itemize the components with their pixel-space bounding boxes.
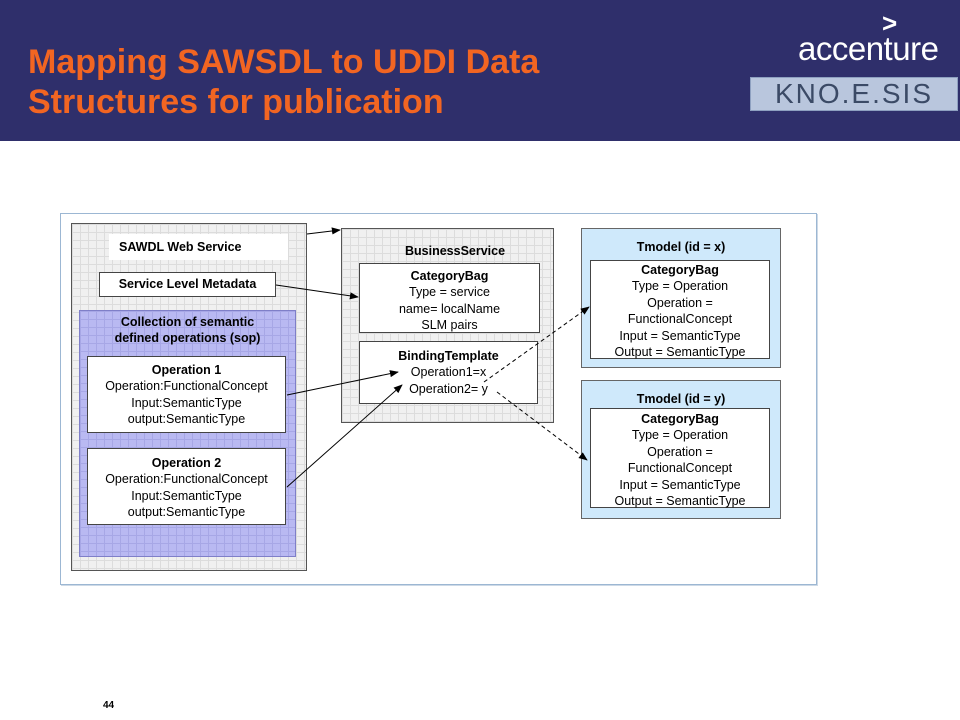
binding-template-operation-1: Operation1=x bbox=[410, 365, 487, 379]
operation-2-concept: Operation:FunctionalConcept bbox=[105, 472, 268, 486]
business-category-bag-box: CategoryBag Type = service name= localNa… bbox=[359, 263, 540, 333]
tmodel-x-category-bag-title: CategoryBag bbox=[641, 263, 719, 277]
binding-template-title: BindingTemplate bbox=[398, 349, 499, 363]
operation-1-concept: Operation:FunctionalConcept bbox=[105, 379, 268, 393]
accenture-wordmark: accenture bbox=[798, 30, 939, 67]
tmodel-x-title: Tmodel (id = x) bbox=[636, 240, 726, 254]
arrow-binding-to-tmodel-y bbox=[496, 391, 588, 461]
collection-title: Collection of semantic defined operation… bbox=[79, 314, 296, 346]
tmodel-y-category-bag-box: CategoryBag Type = Operation Operation =… bbox=[590, 408, 770, 508]
web-service-label-text: SAWDL Web Service bbox=[119, 240, 242, 254]
slide-title-line-1: Mapping SAWSDL to UDDI Data bbox=[28, 43, 540, 81]
accenture-greater-than-icon: > bbox=[882, 8, 897, 38]
slide-header: Mapping SAWSDL to UDDI Data Structures f… bbox=[0, 0, 960, 141]
collection-title-line-2: defined operations (sop) bbox=[114, 331, 261, 345]
tmodel-x-input: Input = SemanticType bbox=[619, 328, 741, 343]
page-number: 44 bbox=[103, 700, 115, 711]
tmodel-y-type: Type = Operation bbox=[631, 428, 729, 442]
tmodel-y-output: Output = SemanticType bbox=[614, 494, 746, 508]
operation-2-box: Operation 2 Operation:FunctionalConcept … bbox=[87, 448, 286, 525]
operation-1-input: Input:SemanticType bbox=[131, 395, 242, 410]
business-category-bag-type: Type = service bbox=[409, 285, 490, 299]
diagram-frame bbox=[60, 213, 817, 585]
web-service-label: SAWDL Web Service bbox=[109, 234, 288, 260]
tmodel-x-output: Output = SemanticType bbox=[614, 345, 746, 359]
slide-title-line-2: Structures for publication bbox=[28, 83, 444, 121]
collection-title-line-1: Collection of semantic bbox=[120, 315, 255, 329]
arrow-binding-to-tmodel-x bbox=[483, 306, 590, 383]
arrow-operation-1-to-binding bbox=[286, 370, 399, 396]
operation-2-title: Operation 2 bbox=[151, 456, 222, 470]
knoesis-logo: KNO.E.SIS bbox=[750, 77, 958, 111]
arrow-metadata-to-category-bag bbox=[275, 284, 359, 300]
slide-title: Mapping SAWSDL to UDDI Data Structures f… bbox=[28, 42, 539, 122]
business-category-bag-title: CategoryBag bbox=[410, 269, 489, 283]
binding-template-box: BindingTemplate Operation1=x Operation2=… bbox=[359, 341, 538, 404]
operation-1-title: Operation 1 bbox=[151, 363, 222, 377]
business-category-bag-name: name= localName bbox=[398, 301, 501, 316]
service-level-metadata-box: Service Level Metadata bbox=[99, 272, 276, 297]
tmodel-x-category-bag-box: CategoryBag Type = Operation Operation =… bbox=[590, 260, 770, 359]
tmodel-y-category-bag-title: CategoryBag bbox=[641, 412, 719, 426]
operation-2-output: output:SemanticType bbox=[127, 505, 246, 519]
tmodel-y-title: Tmodel (id = y) bbox=[636, 392, 726, 406]
service-level-metadata-label: Service Level Metadata bbox=[118, 277, 257, 291]
accenture-logo: > accenture bbox=[798, 8, 939, 68]
tmodel-y-operation: Operation = bbox=[647, 444, 713, 459]
operation-1-output: output:SemanticType bbox=[127, 412, 246, 426]
tmodel-y-input: Input = SemanticType bbox=[619, 477, 741, 492]
operation-1-box: Operation 1 Operation:FunctionalConcept … bbox=[87, 356, 286, 433]
tmodel-x-type: Type = Operation bbox=[631, 279, 729, 293]
tmodel-x-operation: Operation = bbox=[647, 295, 713, 310]
tmodel-x-functional-concept: FunctionalConcept bbox=[627, 312, 733, 326]
binding-template-operation-2: Operation2= y bbox=[409, 381, 488, 396]
operation-2-input: Input:SemanticType bbox=[131, 488, 242, 503]
tmodel-y-functional-concept: FunctionalConcept bbox=[627, 461, 733, 475]
arrow-service-to-business-service bbox=[306, 227, 341, 235]
business-category-bag-slm: SLM pairs bbox=[421, 318, 478, 332]
arrow-operation-2-to-binding bbox=[286, 384, 403, 488]
business-service-title: BusinessService bbox=[405, 244, 506, 258]
